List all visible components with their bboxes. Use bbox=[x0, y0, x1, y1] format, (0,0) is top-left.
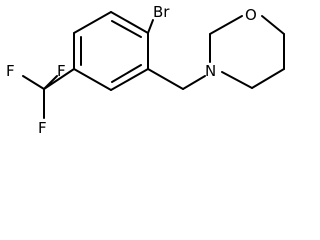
fluorine-right-label: F bbox=[57, 62, 66, 80]
cf3-bond-c-to-f-right bbox=[43, 75, 58, 90]
fluorine-left-label: F bbox=[6, 62, 15, 80]
bromine-bond bbox=[147, 19, 154, 34]
benzyl-bond-ch2-to-n bbox=[182, 75, 206, 90]
cf3-bond-c-to-f-left bbox=[22, 75, 45, 90]
ring-bond-top-inner bbox=[111, 20, 142, 38]
morpholine-bond-upper-left-o bbox=[209, 15, 243, 35]
molecule-structure-diagram: Br O N F F F bbox=[6, 3, 285, 137]
morpholine-ring bbox=[209, 15, 285, 89]
ring-bond-bottom-left bbox=[73, 68, 112, 91]
fluorine-bottom-label: F bbox=[38, 119, 47, 137]
cf3-bond-ring-to-c bbox=[43, 68, 75, 90]
morpholine-bond-lower-right-lower bbox=[251, 68, 285, 89]
ring-bond-bottom-right bbox=[110, 68, 149, 91]
morpholine-bond-lower-n bbox=[221, 71, 253, 89]
benzene-ring bbox=[73, 11, 149, 91]
oxygen-label: O bbox=[245, 6, 257, 24]
ring-bond-top bbox=[110, 11, 149, 34]
ring-bond-top-left bbox=[73, 11, 112, 34]
benzyl-bond-ring-to-ch2 bbox=[147, 68, 184, 90]
ring-bond-bottom-right-inner bbox=[111, 64, 142, 83]
bromine-label: Br bbox=[153, 3, 170, 21]
morpholine-bond-o-upper-right bbox=[261, 15, 285, 35]
nitrogen-label: N bbox=[205, 62, 216, 80]
